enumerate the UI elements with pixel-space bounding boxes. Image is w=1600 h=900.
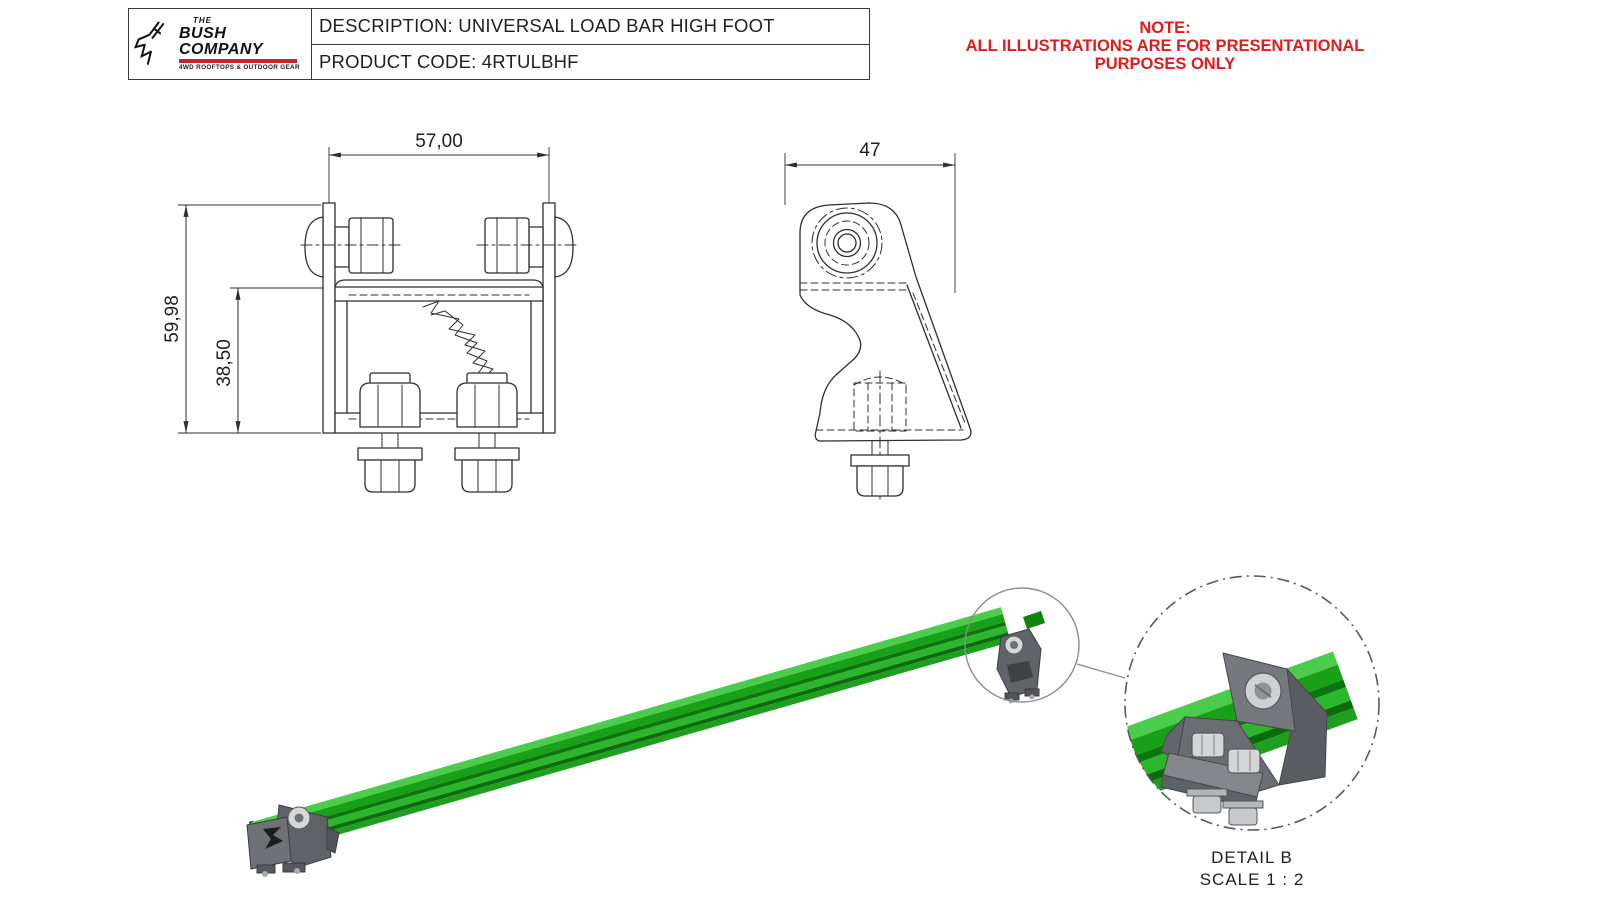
dim-side-width-label: 47 <box>859 140 880 161</box>
right-foot-3d <box>996 611 1045 704</box>
dim-front-height-outer-label: 59,98 <box>162 295 183 343</box>
logo-tagline: 4WD ROOFTOPS & OUTDOOR GEAR <box>179 63 300 71</box>
description-row: DESCRIPTION: UNIVERSAL LOAD BAR HIGH FOO… <box>312 9 869 45</box>
isometric-view: DETAIL B SCALE 1 : 2 <box>246 575 1380 889</box>
title-block: THE BUSH COMPANY 4WD ROOFTOPS & OUTDOOR … <box>128 8 870 80</box>
note-title: NOTE: <box>1139 19 1191 37</box>
deer-antler-icon <box>133 21 165 65</box>
side-view-drawing: 47 <box>784 140 972 500</box>
product-code-text: PRODUCT CODE: 4RTULBHF <box>319 50 579 72</box>
detail-label: DETAIL B <box>1211 848 1293 867</box>
front-view-part <box>300 202 578 493</box>
dim-front-width: 57,00 <box>328 131 550 211</box>
side-view-part <box>799 202 972 500</box>
detail-callout-circle <box>964 587 1080 703</box>
presentation-note: NOTE: ALL ILLUSTRATIONS ARE FOR PRESENTA… <box>930 19 1400 73</box>
detail-leader-line <box>1076 663 1126 679</box>
note-body: ALL ILLUSTRATIONS ARE FOR PRESENTATIONAL… <box>965 37 1365 73</box>
detail-scale-label: SCALE 1 : 2 <box>1200 870 1305 889</box>
logo-text: THE BUSH COMPANY 4WD ROOFTOPS & OUTDOOR … <box>179 17 309 71</box>
front-view-drawing: 57,00 59,98 38,50 <box>162 131 578 493</box>
dim-front-width-label: 57,00 <box>415 131 463 152</box>
logo-the: THE <box>193 16 212 26</box>
left-foot-3d <box>246 804 340 877</box>
company-logo: THE BUSH COMPANY 4WD ROOFTOPS & OUTDOOR … <box>129 9 312 79</box>
logo-name: BUSH COMPANY <box>179 25 264 59</box>
logo-underline <box>179 59 297 63</box>
load-bar-3d <box>248 607 1011 858</box>
dim-front-height-outer: 59,98 <box>162 204 321 434</box>
detail-view-border <box>1124 575 1380 831</box>
description-text: DESCRIPTION: UNIVERSAL LOAD BAR HIGH FOO… <box>319 15 775 37</box>
product-code-row: PRODUCT CODE: 4RTULBHF <box>312 45 869 80</box>
dim-front-height-inner-label: 38,50 <box>214 339 235 387</box>
dim-front-height-inner: 38,50 <box>214 287 335 433</box>
dim-side-width: 47 <box>784 140 956 293</box>
title-info: DESCRIPTION: UNIVERSAL LOAD BAR HIGH FOO… <box>312 9 869 79</box>
detail-view-content <box>1125 651 1358 826</box>
